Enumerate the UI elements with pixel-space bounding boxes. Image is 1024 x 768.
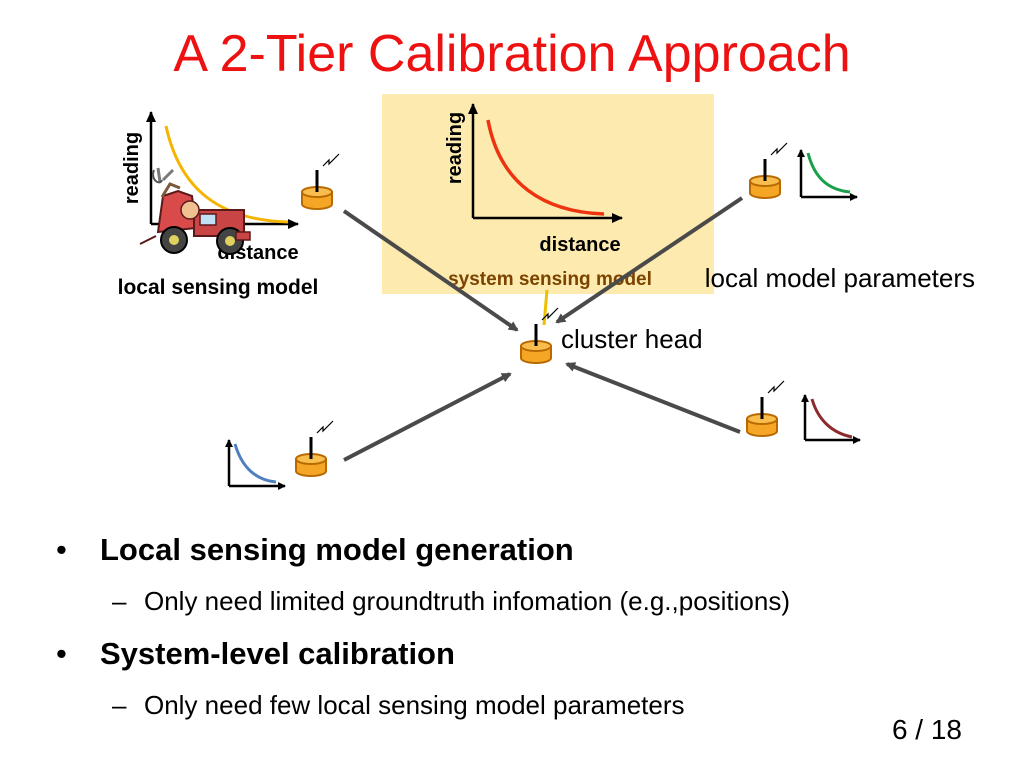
- system-y-axis-label: reading: [444, 112, 466, 184]
- local-y-axis-label: reading: [121, 132, 143, 204]
- system-model-box: [382, 94, 714, 294]
- arrow-bottom-right: [565, 362, 741, 434]
- mini-model-bottom-left: [225, 439, 286, 490]
- cluster-head-label: cluster head: [561, 324, 703, 354]
- sensor-node-bottom-left: [295, 420, 334, 477]
- local-model-parameters-label: local model parameters: [705, 263, 975, 293]
- bullet-item-local-generation: • Local sensing model generation: [52, 525, 992, 575]
- calibration-diagram: reading distance local sensing model r: [118, 94, 975, 490]
- system-x-axis-label: distance: [539, 234, 620, 256]
- local-model-curve: [164, 125, 289, 224]
- local-model-plot: reading distance local sensing model: [118, 111, 319, 299]
- local-model-caption: local sensing model: [118, 276, 319, 299]
- arrow-top-right: [555, 196, 744, 324]
- sub-bullet-text: Only need few local sensing model parame…: [144, 690, 685, 720]
- bullet-dot: •: [56, 532, 67, 567]
- system-link-line: [542, 289, 549, 326]
- sub-bullet-dash: –: [112, 586, 127, 616]
- sub-bullet-item-groundtruth: – Only need limited groundtruth infomati…: [52, 575, 992, 629]
- page-number: 6 / 18: [891, 714, 962, 745]
- sensor-node-top-right: [749, 142, 788, 199]
- mini-model-top-right: [797, 149, 858, 201]
- mini-model-bottom-right: [801, 394, 861, 444]
- tow-truck-clipart: [139, 167, 251, 255]
- arrow-top-left: [342, 209, 519, 332]
- system-model-caption: system sensing model: [448, 269, 652, 290]
- sensor-node-cluster-head: [520, 307, 559, 364]
- bullet-text: Local sensing model generation: [100, 532, 574, 567]
- bullet-dot: •: [56, 636, 67, 671]
- slide-title: A 2-Tier Calibration Approach: [173, 25, 851, 83]
- sub-bullet-text: Only need limited groundtruth infomation…: [144, 586, 791, 616]
- bullet-list: • Local sensing model generation – Only …: [52, 525, 992, 733]
- sub-bullet-item-parameters: – Only need few local sensing model para…: [52, 679, 992, 733]
- sensor-node-top-left: [301, 153, 340, 210]
- system-model-plot: reading distance system sensing model: [444, 103, 652, 290]
- bullet-text: System-level calibration: [100, 636, 455, 671]
- sensor-node-bottom-right: [746, 380, 785, 437]
- system-model-curve: [486, 119, 605, 216]
- bullet-item-system-calibration: • System-level calibration: [52, 629, 992, 679]
- arrow-bottom-left: [343, 372, 512, 462]
- sub-bullet-dash: –: [112, 690, 127, 720]
